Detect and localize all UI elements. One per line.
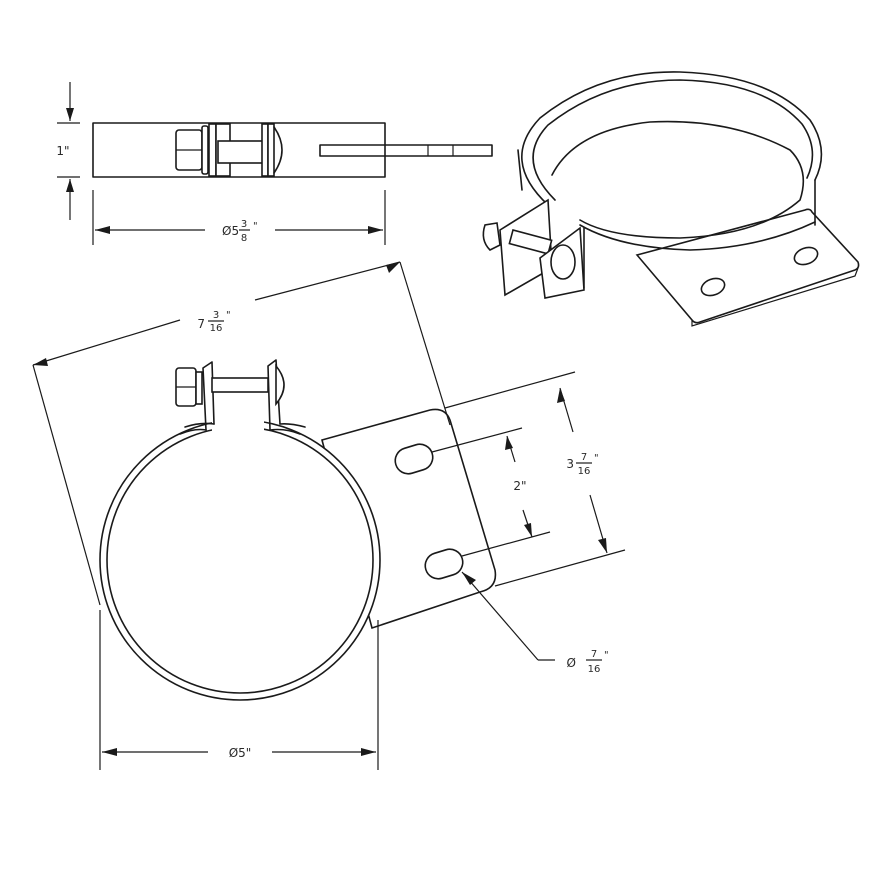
bracket-width-dimension: 3 7 16 " — [566, 452, 598, 477]
bolt-head-icon — [275, 363, 285, 407]
svg-text:": " — [226, 310, 231, 321]
overall-length-dimension: 7 3 16 " — [197, 310, 230, 334]
svg-text:": " — [604, 650, 609, 661]
band-width-dimension: Ø5 3 8 " — [222, 219, 258, 244]
svg-text:16: 16 — [210, 323, 223, 334]
slot-hole-icon — [793, 246, 819, 266]
svg-text:8: 8 — [241, 233, 247, 244]
svg-text:3: 3 — [566, 457, 574, 471]
slot-hole-icon — [424, 548, 464, 580]
band-diameter-dimension: Ø5" — [229, 746, 252, 760]
svg-text:Ø5: Ø5 — [222, 224, 239, 238]
svg-text:7: 7 — [581, 452, 587, 463]
svg-text:16: 16 — [588, 664, 601, 675]
svg-text:3: 3 — [213, 310, 219, 321]
svg-text:Ø: Ø — [567, 656, 576, 670]
slot-hole-icon — [700, 277, 726, 297]
isometric-view — [482, 71, 860, 327]
hole-spacing-dimension: 2" — [513, 479, 526, 493]
nut-icon — [482, 222, 501, 251]
slot-hole-icon — [394, 443, 434, 475]
svg-text:3: 3 — [241, 219, 247, 230]
front-view: 7 3 16 " 3 7 16 " 2" — [32, 261, 626, 770]
top-view: 1" Ø5 3 8 " — [56, 82, 493, 245]
svg-text:7: 7 — [197, 317, 205, 331]
height-dimension: 1" — [56, 144, 69, 158]
svg-text:": " — [594, 453, 599, 464]
hole-diameter-dimension: Ø 7 16 " — [567, 649, 609, 675]
svg-text:16: 16 — [578, 466, 591, 477]
svg-text:7: 7 — [591, 649, 597, 660]
svg-text:": " — [253, 221, 258, 232]
bolt-head-icon — [550, 244, 576, 280]
